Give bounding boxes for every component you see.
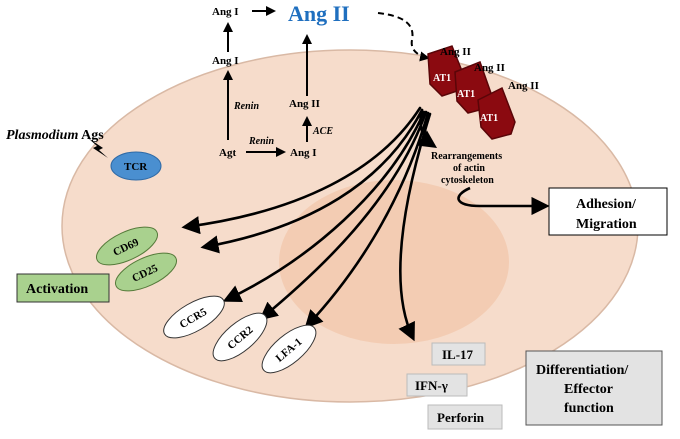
cell-nucleus <box>279 180 509 344</box>
differentiation-line-1: Differentiation/ <box>536 363 629 378</box>
arrow-to-cytokines <box>398 112 432 342</box>
lfa1-marker: LFA-1 <box>261 324 317 374</box>
ang2-title: Ang II <box>288 1 350 26</box>
tcr-receptor <box>110 151 162 181</box>
at1-label-3: AT1 <box>480 113 498 124</box>
cd69-marker: CD69 <box>96 226 158 266</box>
ace-label: ACE <box>312 126 333 137</box>
arrow-to-lfa1 <box>304 111 430 329</box>
cytokine-label-2: IFN-γ <box>415 378 448 393</box>
actin-to-adhesion-arrow <box>457 186 550 216</box>
ang1-mid-label: Ang I <box>212 55 239 67</box>
differentiation-line-3: function <box>564 401 614 416</box>
arrow-to-cd69 <box>181 106 422 235</box>
activation-box <box>16 273 110 303</box>
cytokine-box-3 <box>427 404 503 430</box>
arrow-to-actin <box>416 108 438 149</box>
renin-vertical-label: Renin <box>233 101 259 112</box>
cytokine-box-2 <box>406 373 468 397</box>
tcr-label: TCR <box>124 161 148 173</box>
activation-label: Activation <box>26 282 88 297</box>
plasmodium-ags-label: Plasmodium Ags <box>6 128 104 143</box>
agt-label: Agt <box>219 147 236 159</box>
at1-receptor-3: AT1 Ang II <box>477 80 539 140</box>
ang2-mid-label: Ang II <box>289 98 320 110</box>
renin-horizontal-label: Renin <box>248 136 274 147</box>
differentiation-box <box>525 350 663 426</box>
arrow-to-ccr2 <box>259 110 428 321</box>
arrow-to-cd25 <box>200 108 424 254</box>
actin-line-1: Rearrangements <box>431 151 502 162</box>
cytokine-label-3: Perforin <box>437 410 485 425</box>
adhesion-line-1: Adhesion/ <box>576 197 637 212</box>
ags-text: Ags <box>78 128 104 143</box>
ang1-low-label: Ang I <box>290 147 317 159</box>
at1-ligand-3: Ang II <box>508 80 539 92</box>
differentiation-line-2: Effector <box>564 382 613 397</box>
ang1-top-label: Ang I <box>212 6 239 18</box>
at1-ligand-1: Ang II <box>440 46 471 58</box>
cytokine-box-1 <box>431 342 486 366</box>
plasmodium-italic: Plasmodium <box>6 128 78 143</box>
at1-label-1: AT1 <box>433 73 451 84</box>
lightning-icon <box>88 138 108 158</box>
cytokine-label-1: IL-17 <box>442 347 474 362</box>
actin-line-3: cytoskeleton <box>441 175 494 186</box>
ccr5-marker: CCR5 <box>163 295 225 339</box>
adhesion-line-2: Migration <box>576 217 637 232</box>
actin-line-2: of actin <box>453 163 485 174</box>
arrow-to-ccr5 <box>222 110 426 302</box>
adhesion-box <box>548 187 668 236</box>
signaling-arrows <box>181 106 438 342</box>
cd25-marker: CD25 <box>115 252 177 292</box>
at1-ligand-2: Ang II <box>474 62 505 74</box>
at1-label-2: AT1 <box>457 89 475 100</box>
